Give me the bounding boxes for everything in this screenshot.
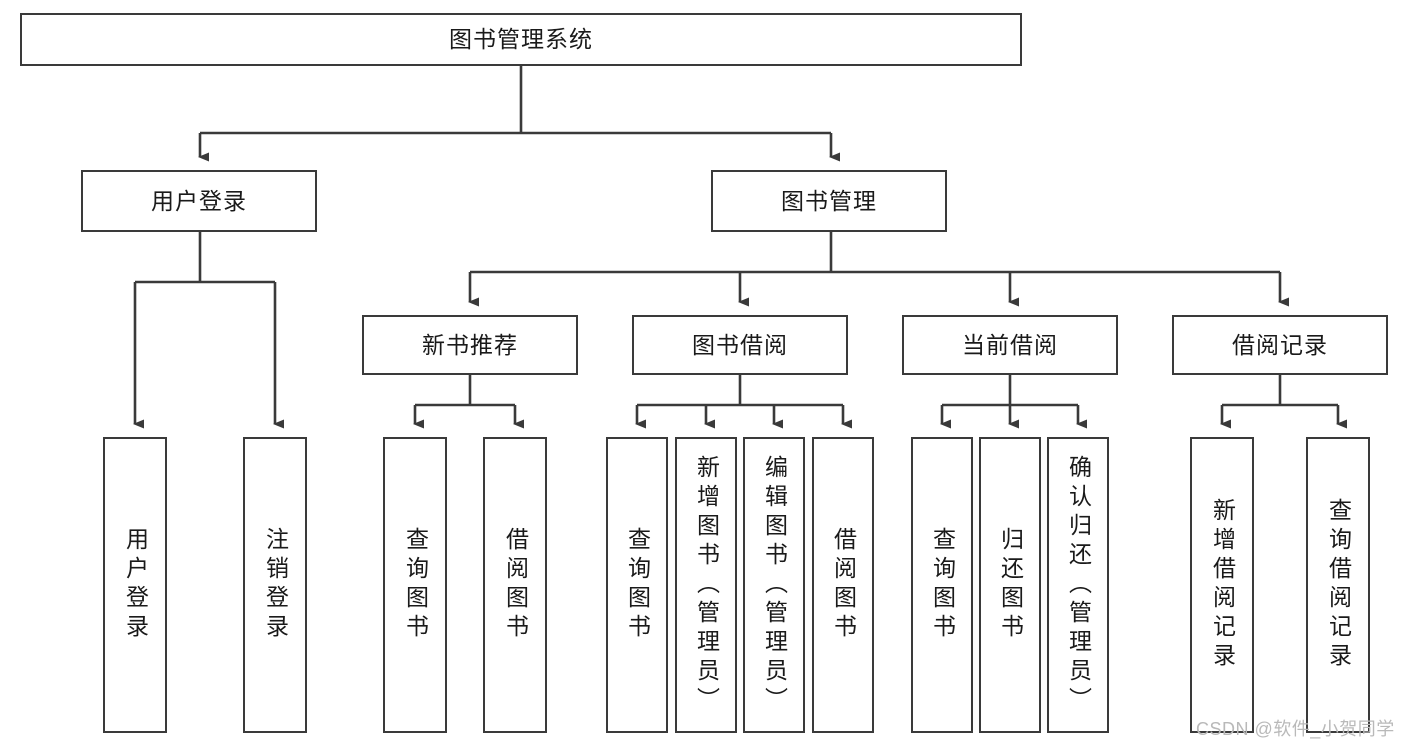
leaf-logout-label: 注销登录 — [262, 527, 289, 643]
node-borrowing-records-label: 借阅记录 — [1232, 331, 1328, 358]
leaf-query-borrowing-record-label: 查询借阅记录 — [1325, 498, 1352, 672]
node-current-borrowing-label: 当前借阅 — [962, 331, 1058, 358]
leaf-user-login[interactable]: 用户登录 — [103, 437, 167, 733]
node-root[interactable]: 图书管理系统 — [20, 13, 1022, 66]
leaf-query-books-borrow-label: 查询图书 — [624, 527, 651, 643]
leaf-return-books-label: 归还图书 — [997, 527, 1024, 643]
leaf-add-borrowing-record[interactable]: 新增借阅记录 — [1190, 437, 1254, 733]
leaf-add-borrowing-record-label: 新增借阅记录 — [1209, 498, 1236, 672]
leaf-query-books-new-label: 查询图书 — [402, 527, 429, 643]
leaf-confirm-return-admin[interactable]: 确认归还（管理员） — [1047, 437, 1109, 733]
node-borrowing-records[interactable]: 借阅记录 — [1172, 315, 1388, 375]
leaf-query-books-current-label: 查询图书 — [929, 527, 956, 643]
leaf-query-borrowing-record[interactable]: 查询借阅记录 — [1306, 437, 1370, 733]
leaf-borrow-books-label: 借阅图书 — [830, 527, 857, 643]
watermark: CSDN @软件_小贺同学 — [1196, 719, 1395, 739]
leaf-query-books-borrow[interactable]: 查询图书 — [606, 437, 668, 733]
node-new-book-recommendation[interactable]: 新书推荐 — [362, 315, 578, 375]
leaf-query-books-current[interactable]: 查询图书 — [911, 437, 973, 733]
node-new-book-recommendation-label: 新书推荐 — [422, 331, 518, 358]
leaf-return-books[interactable]: 归还图书 — [979, 437, 1041, 733]
node-book-management[interactable]: 图书管理 — [711, 170, 947, 232]
node-book-borrowing-label: 图书借阅 — [692, 331, 788, 358]
leaf-borrow-books-new[interactable]: 借阅图书 — [483, 437, 547, 733]
leaf-add-book-admin[interactable]: 新增图书（管理员） — [675, 437, 737, 733]
node-book-borrowing[interactable]: 图书借阅 — [632, 315, 848, 375]
node-book-management-label: 图书管理 — [781, 187, 877, 214]
leaf-edit-book-admin[interactable]: 编辑图书（管理员） — [743, 437, 805, 733]
node-user-login[interactable]: 用户登录 — [81, 170, 317, 232]
leaf-user-login-label: 用户登录 — [122, 527, 149, 643]
leaf-logout[interactable]: 注销登录 — [243, 437, 307, 733]
node-user-login-label: 用户登录 — [151, 187, 247, 214]
leaf-borrow-books-new-label: 借阅图书 — [502, 527, 529, 643]
node-current-borrowing[interactable]: 当前借阅 — [902, 315, 1118, 375]
leaf-confirm-return-admin-label: 确认归还（管理员） — [1065, 454, 1092, 716]
leaf-edit-book-admin-label: 编辑图书（管理员） — [761, 454, 788, 716]
node-root-label: 图书管理系统 — [449, 26, 593, 53]
leaf-query-books-new[interactable]: 查询图书 — [383, 437, 447, 733]
leaf-borrow-books[interactable]: 借阅图书 — [812, 437, 874, 733]
leaf-add-book-admin-label: 新增图书（管理员） — [693, 454, 720, 716]
